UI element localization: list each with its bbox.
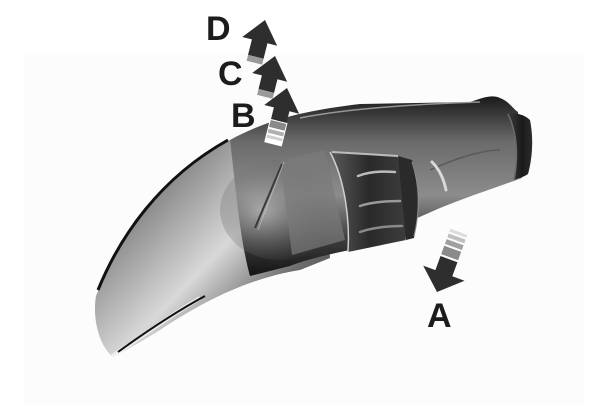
rotary-dial — [329, 151, 448, 253]
arrow-up-icon — [242, 20, 278, 65]
end-cap — [507, 113, 533, 181]
label-a: A — [427, 297, 452, 335]
arrow-down-icon — [423, 228, 468, 292]
arrow-up-icon — [264, 88, 300, 147]
label-d: D — [206, 10, 231, 48]
label-b: B — [231, 97, 256, 135]
label-c: C — [218, 55, 243, 93]
arrow-up-icon — [252, 56, 288, 99]
